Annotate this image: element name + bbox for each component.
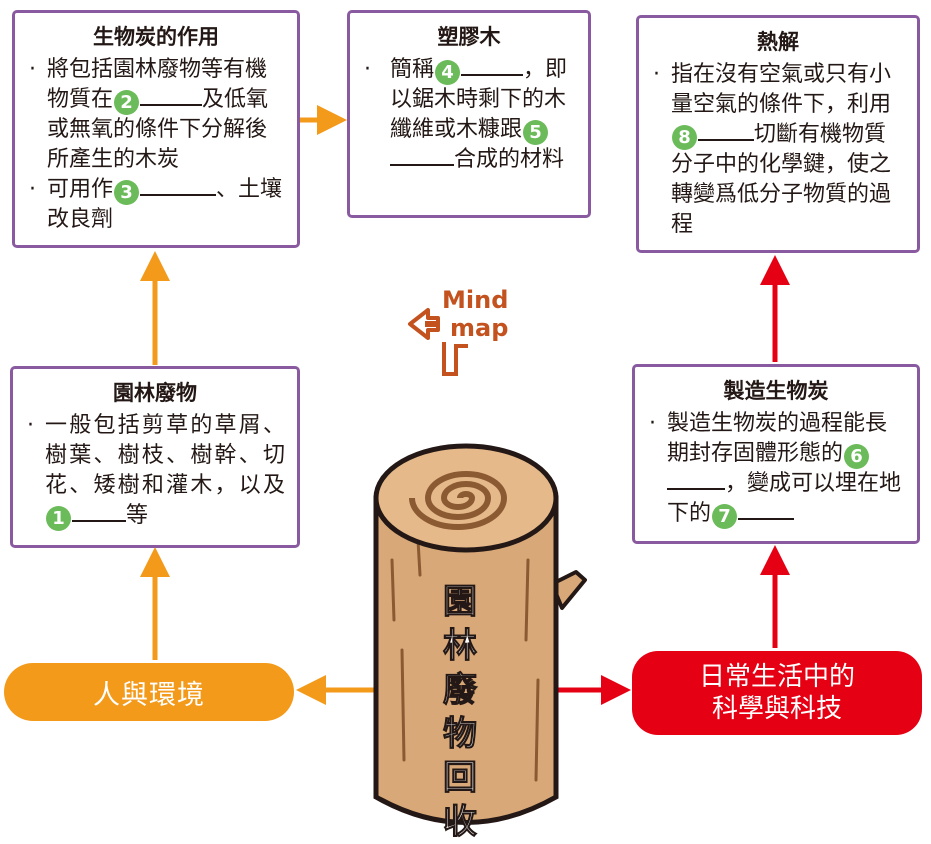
blank-number-7: 7	[712, 504, 738, 529]
fill-blank[interactable]	[140, 176, 217, 196]
blank-number-1: 1	[46, 506, 71, 531]
fill-blank[interactable]	[140, 86, 203, 106]
bullet-dot: ·	[27, 413, 34, 438]
box-title: 熱解	[757, 30, 799, 54]
fill-blank[interactable]	[461, 56, 524, 76]
blank-number-5: 5	[523, 120, 549, 145]
blank-number-3: 3	[114, 180, 140, 205]
branch-science-technology: 日常生活中的 科學與科技	[632, 651, 922, 735]
bullet-dot: ·	[649, 411, 656, 436]
box-title: 製造生物炭	[723, 379, 829, 403]
bullet-dot: ·	[29, 57, 36, 82]
fill-blank[interactable]	[72, 502, 126, 522]
fill-blank[interactable]	[738, 500, 795, 520]
box-title: 園林廢物	[113, 381, 197, 405]
log-illustration	[373, 443, 587, 825]
branch-label-line2: 科學與科技	[711, 694, 842, 724]
box-title: 生物炭的作用	[93, 25, 219, 49]
branch-label-line1: 日常生活中的	[698, 662, 855, 692]
bullet-dot: ·	[364, 57, 371, 82]
center-topic-label: 園 林 廢 物 回 收	[443, 582, 478, 843]
mind-map-logo: Mind map	[408, 286, 508, 376]
fill-blank[interactable]	[667, 470, 725, 490]
fill-blank[interactable]	[390, 146, 454, 166]
blank-number-8: 8	[672, 125, 697, 150]
blank-number-4: 4	[435, 60, 461, 85]
fill-blank[interactable]	[698, 121, 754, 141]
logo-line1: Mind	[442, 286, 508, 314]
branch-people-environment: 人與環境	[4, 663, 294, 721]
bullet-dot: ·	[29, 177, 36, 202]
branch-label: 人與環境	[93, 679, 205, 711]
bullet-dot: ·	[653, 62, 660, 87]
box-title: 塑膠木	[437, 25, 501, 49]
blank-number-2: 2	[114, 90, 140, 115]
logo-line2: map	[450, 314, 508, 342]
blank-number-6: 6	[844, 444, 870, 469]
